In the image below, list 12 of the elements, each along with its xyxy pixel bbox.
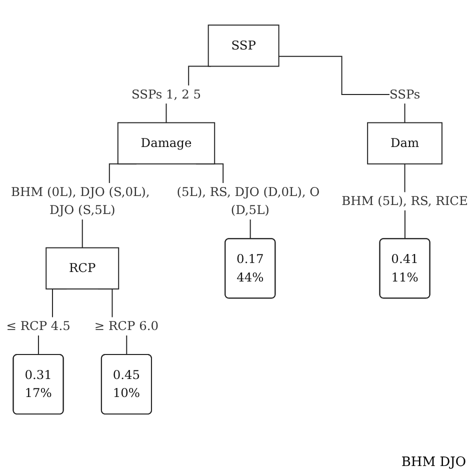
edge-label: (5L), RS, DJO (D,0L), O (D,5L): [176, 184, 320, 218]
node-box: RCP: [46, 248, 120, 290]
node-box: Damage: [117, 122, 216, 165]
edge-label: BHM (5L), RS, RICE: [342, 194, 468, 209]
note-text: BHM DJO: [401, 455, 466, 470]
edge-label: ≥ RCP 6.0: [94, 319, 159, 334]
edge-label: ≤ RCP 4.5: [6, 319, 70, 334]
node-box: Dam: [367, 122, 442, 165]
edge-label: SSPs: [389, 87, 420, 102]
edge-label: BHM (0L), DJO (S,0L), DJO (S,5L): [11, 184, 150, 218]
edge-label: SSPs 1, 2 5: [132, 87, 201, 102]
node-box: SSP: [208, 25, 280, 68]
